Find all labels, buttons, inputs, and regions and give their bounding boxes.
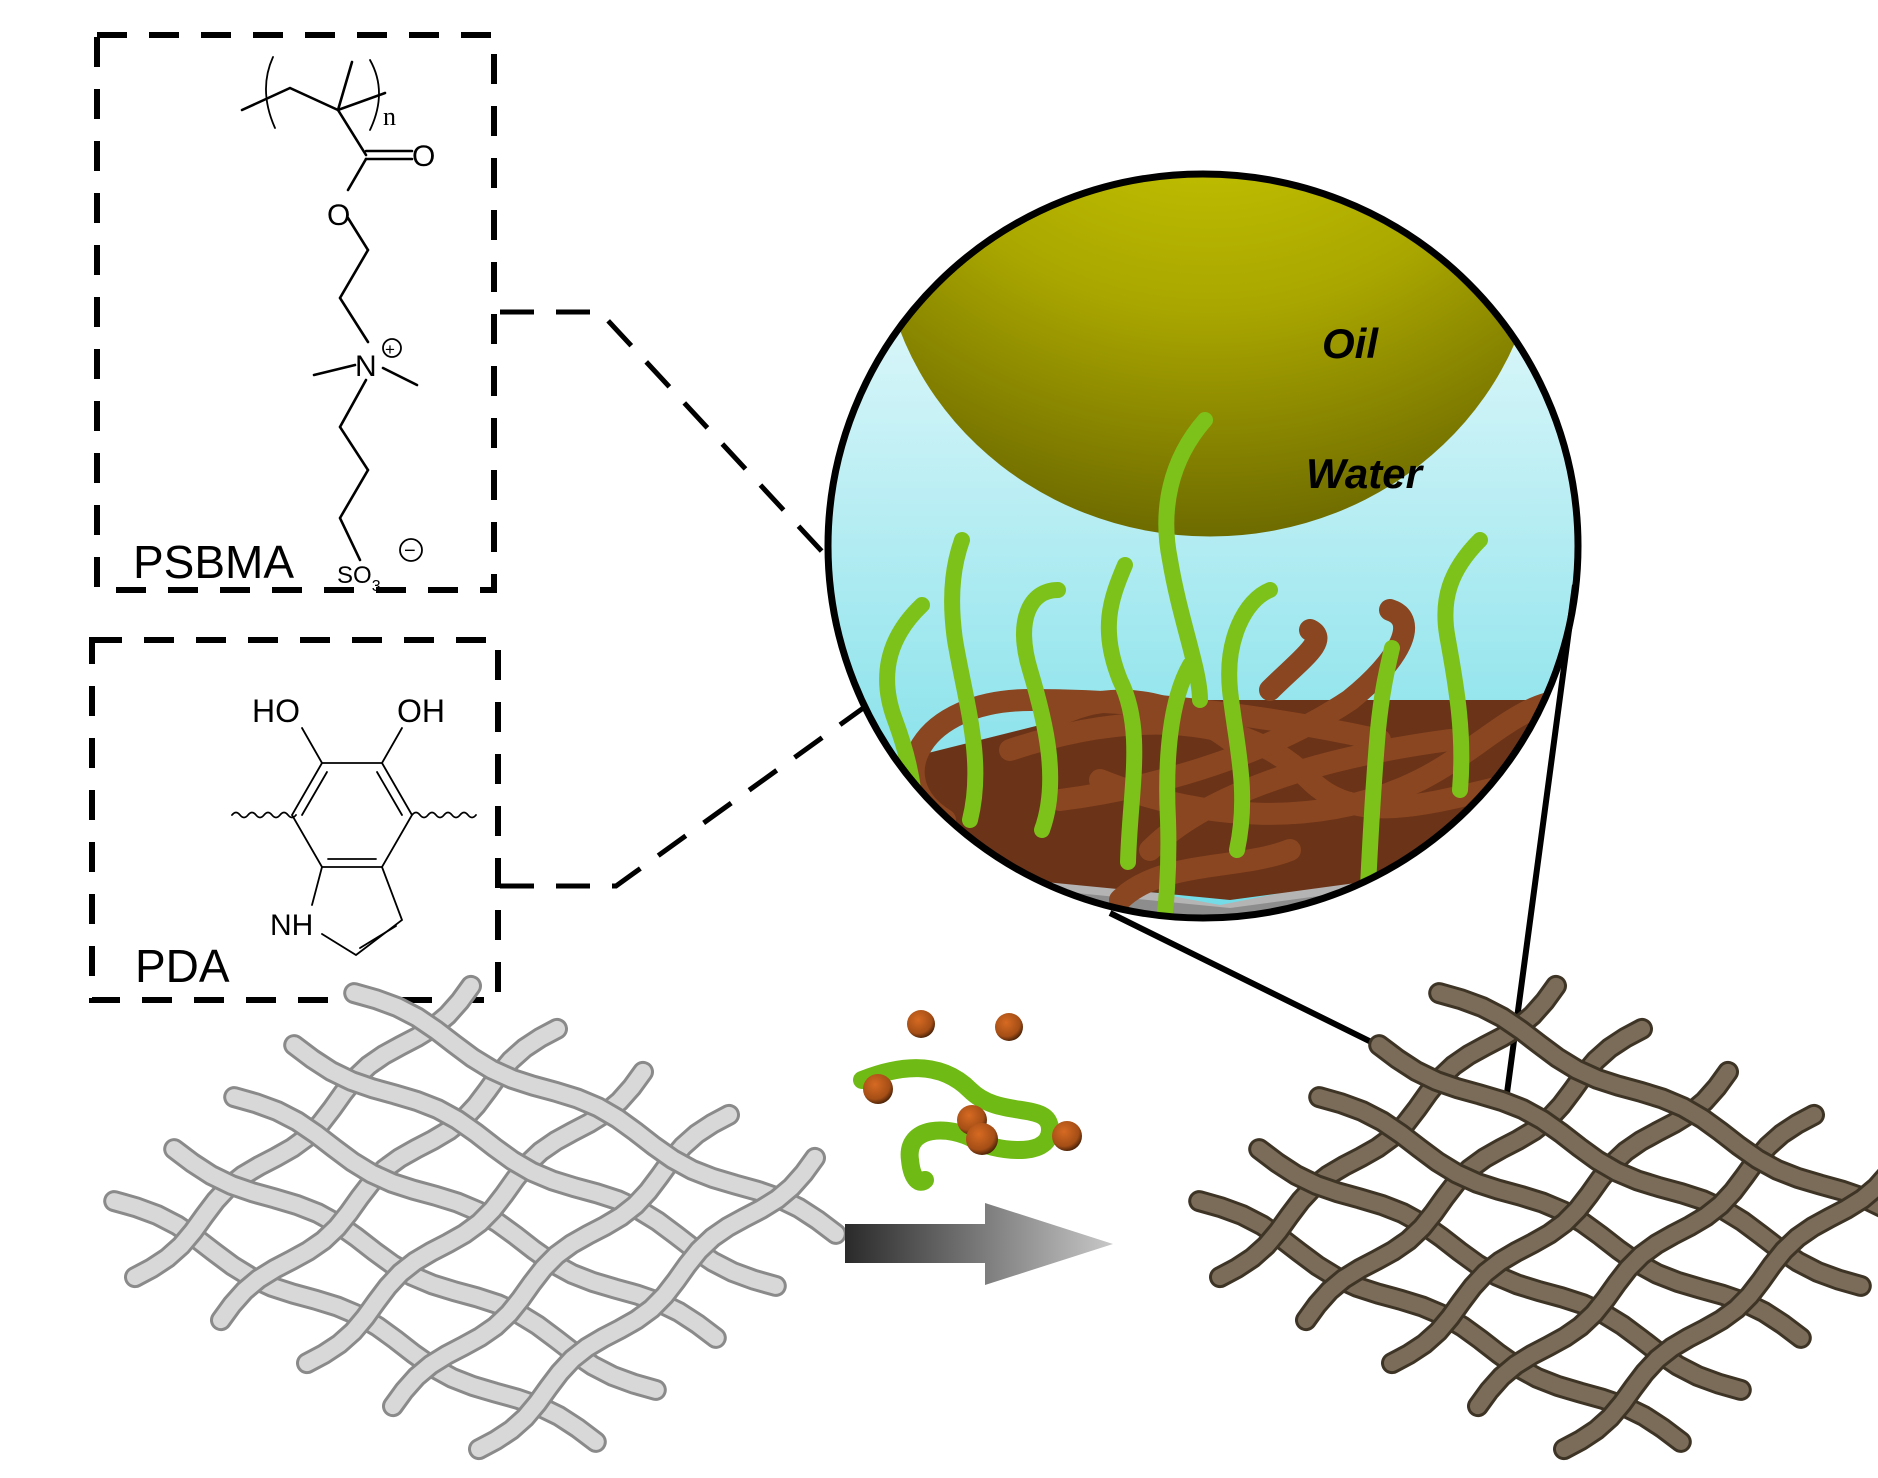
nitrogen-charge: + — [385, 340, 395, 359]
mesh-wire — [1431, 985, 1878, 1214]
mesh-wire — [299, 1063, 651, 1372]
oil-droplet — [880, 174, 1540, 537]
process-arrow — [845, 1203, 1113, 1285]
ester-oxygen: O — [327, 199, 350, 232]
sulfonate-charge: − — [404, 540, 416, 562]
psbma-molecule: n O O N + SO3 − — [240, 56, 435, 595]
pda-label: PDA — [135, 940, 230, 992]
psbma-chain — [853, 1059, 1060, 1191]
psbma-structure-box: n O O N + SO3 − PSBMA — [94, 32, 497, 595]
repeat-index-n: n — [383, 102, 396, 131]
dopamine-particle — [995, 1013, 1023, 1041]
pda-molecule: HO OH NH — [231, 693, 477, 957]
pda-leader-line — [500, 657, 932, 889]
mesh-wire — [1384, 1063, 1736, 1372]
mesh-wire — [346, 985, 844, 1242]
mesh-wire — [1556, 1173, 1878, 1458]
hydroxyl-right: OH — [397, 693, 445, 729]
reactants-group — [853, 1010, 1082, 1191]
psbma-label: PSBMA — [133, 536, 294, 588]
dopamine-particle — [863, 1074, 893, 1104]
water-label: Water — [1306, 450, 1425, 497]
carbonyl-oxygen: O — [412, 140, 435, 173]
psbma-leader-line — [500, 309, 932, 670]
zoom-circle: Oil Water — [824, 170, 1582, 922]
pda-dashed-frame — [89, 637, 501, 1003]
hydroxyl-left: HO — [252, 693, 300, 729]
dopamine-particle — [907, 1010, 935, 1038]
dopamine-particle — [966, 1123, 998, 1155]
pda-structure-box: HO OH NH PDA — [89, 637, 501, 1003]
coated-mesh — [1188, 974, 1878, 1461]
zoom-circle-border — [824, 170, 1582, 922]
psbma-dashed-frame — [94, 32, 497, 593]
mesh-wire — [471, 1149, 823, 1458]
oil-label: Oil — [1322, 320, 1379, 367]
sulfonate-group: SO3 — [337, 562, 381, 595]
quaternary-nitrogen: N — [355, 350, 377, 383]
amine-nh: NH — [270, 909, 313, 942]
pristine-mesh — [103, 974, 847, 1461]
dopamine-particle — [1052, 1121, 1082, 1151]
psbma-brushes — [879, 412, 1488, 918]
